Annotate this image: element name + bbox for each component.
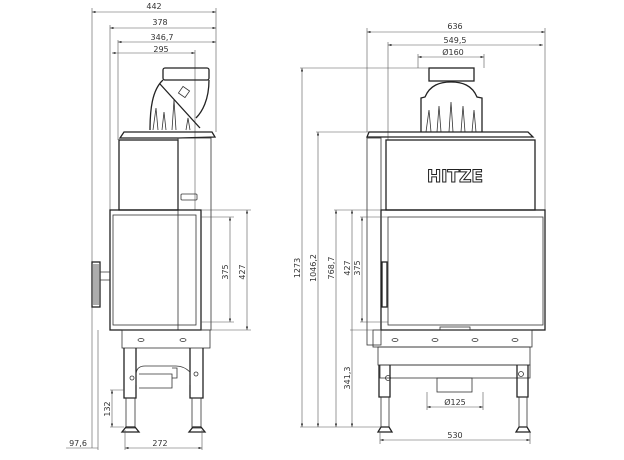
dim-label-272: 272 xyxy=(152,439,167,448)
dim-label-341-3: 341,3 xyxy=(343,367,352,390)
dim-label-768-7: 768,7 xyxy=(327,257,336,280)
dim-label-375-front: 375 xyxy=(353,260,362,275)
upper-housing xyxy=(118,139,179,211)
dim-label-295: 295 xyxy=(153,45,168,54)
dim-label-427-front: 427 xyxy=(343,260,352,275)
dim-label-427: 427 xyxy=(238,264,247,279)
door-glass-front xyxy=(387,216,544,326)
side-panel xyxy=(366,137,382,346)
top-plate-front xyxy=(366,131,535,138)
base-holes xyxy=(391,338,519,342)
dim-label-132: 132 xyxy=(103,401,112,416)
door-frame xyxy=(109,209,202,331)
door-frame-front xyxy=(380,209,546,331)
hitze-logo: HITZE xyxy=(427,167,483,187)
side-grille xyxy=(91,261,101,308)
legs xyxy=(120,348,207,433)
dim-label-378: 378 xyxy=(152,18,167,27)
side-column xyxy=(177,137,212,331)
dim-label-442: 442 xyxy=(146,2,161,11)
side-view: 442 378 346,7 295 xyxy=(66,2,251,450)
dim-label-375: 375 xyxy=(221,264,230,279)
door-glass xyxy=(112,214,197,326)
dim-label-549-5: 549,5 xyxy=(444,36,467,45)
dim-label-1046-2: 1046,2 xyxy=(309,254,318,282)
dim-label-d160: Ø160 xyxy=(442,47,464,57)
air-inlet-duct xyxy=(436,377,473,393)
dim-label-97-6: 97,6 xyxy=(69,439,87,448)
base-plate xyxy=(121,329,211,349)
flue-elbow xyxy=(149,67,210,131)
dim-label-636: 636 xyxy=(447,22,462,31)
door-hinge xyxy=(381,261,388,308)
dim-label-d125: Ø125 xyxy=(444,397,466,407)
top-plate xyxy=(118,131,217,139)
dim-label-346: 346,7 xyxy=(151,33,174,42)
dim-label-530: 530 xyxy=(447,431,462,440)
legs-front xyxy=(376,346,532,433)
flue-collar xyxy=(420,67,483,133)
dim-label-1273: 1273 xyxy=(293,258,302,278)
front-view: 636 549,5 Ø160 HITZE xyxy=(293,22,546,444)
handle[interactable] xyxy=(180,193,198,201)
